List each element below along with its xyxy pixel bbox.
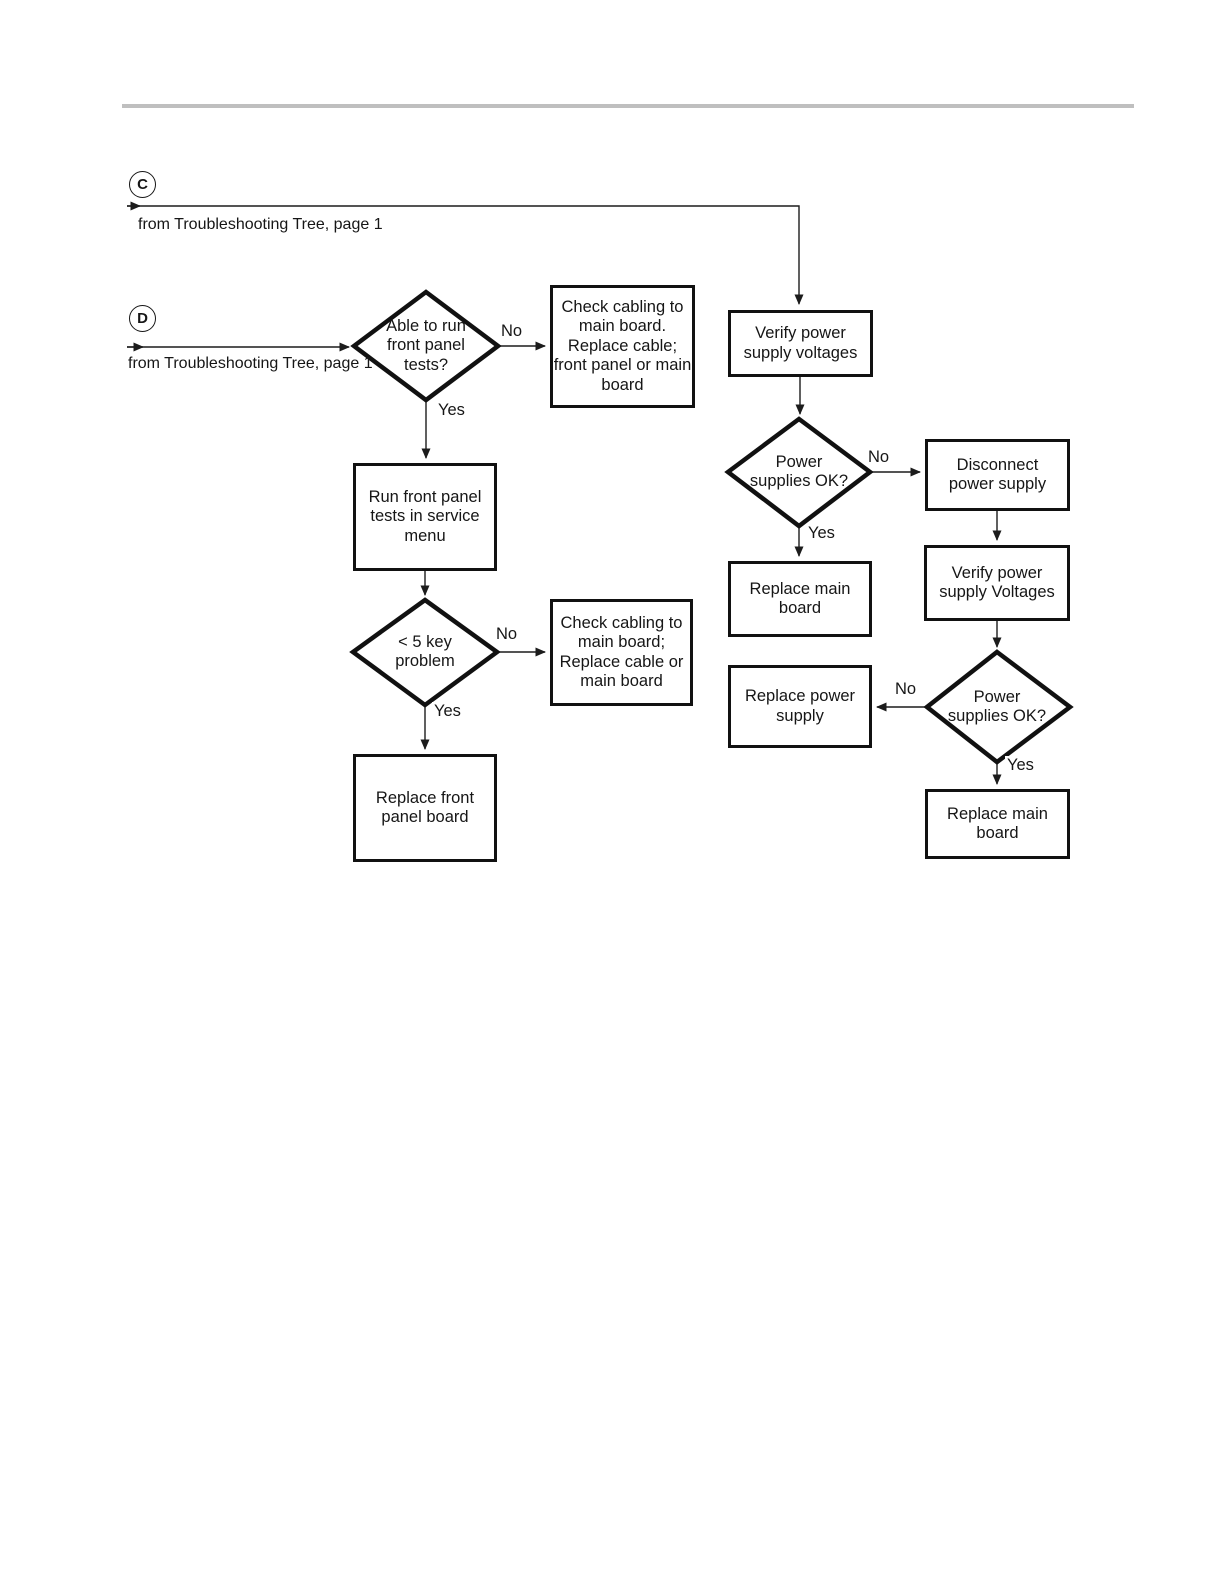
process-replace-main-board-2: Replace main board	[925, 789, 1070, 859]
process-verify-power-supply-voltages-1: Verify power supply voltages	[728, 310, 873, 377]
decision-able-to-run-shape	[350, 289, 502, 403]
process-check-cabling-2: Check cabling to main board; Replace cab…	[550, 599, 693, 706]
decision-power-ok-2-shape	[923, 649, 1074, 765]
decision-lt5-key: < 5 key problem	[395, 632, 455, 671]
edge-label-yes-2: Yes	[432, 702, 463, 720]
edge-label-no-2: No	[494, 625, 520, 643]
connector-c-badge: C	[129, 171, 156, 198]
connector-d-caption: from Troubleshooting Tree, page 1	[128, 355, 373, 372]
page-top-rule	[122, 104, 1134, 108]
process-disconnect-power-supply: Disconnect power supply	[925, 439, 1070, 511]
connector-d-letter: D	[137, 310, 148, 327]
process-run-front-panel-tests: Run front panel tests in service menu	[353, 463, 497, 571]
edge-label-yes-1: Yes	[436, 401, 467, 419]
decision-power-ok-1-shape	[724, 416, 874, 529]
process-verify-power-supply-voltages-2: Verify power supply Voltages	[924, 545, 1070, 621]
edge-label-no-3: No	[866, 448, 892, 466]
decision-power-ok-1: Power supplies OK?	[749, 452, 849, 491]
edge-label-no-1: No	[499, 322, 525, 340]
edge-label-yes-4: Yes	[1005, 756, 1036, 774]
edge-label-no-4: No	[893, 680, 919, 698]
edge-label-yes-3: Yes	[806, 524, 837, 542]
decision-able-to-run: Able to run front panel tests?	[386, 316, 466, 374]
edge-c-to-verify	[127, 205, 804, 305]
process-replace-power-supply: Replace power supply	[728, 665, 872, 748]
decision-power-ok-2: Power supplies OK?	[947, 687, 1047, 726]
process-check-cabling-1: Check cabling to main board. Replace cab…	[550, 285, 695, 408]
decision-lt5-key-shape	[349, 597, 501, 708]
connector-c-letter: C	[137, 176, 148, 193]
connector-c-caption: from Troubleshooting Tree, page 1	[138, 216, 383, 233]
connector-d-badge: D	[129, 305, 156, 332]
process-replace-main-board-1: Replace main board	[728, 561, 872, 637]
process-replace-front-panel-board: Replace front panel board	[353, 754, 497, 862]
